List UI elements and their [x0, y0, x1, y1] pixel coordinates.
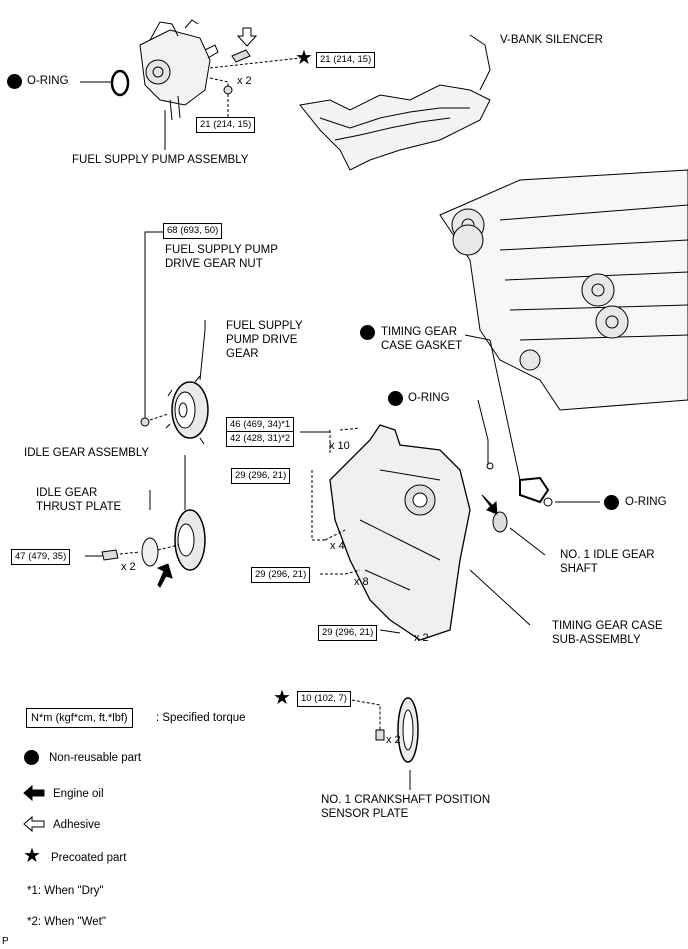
torque-case-bolt-c: 29 (296, 21)	[318, 625, 378, 641]
legend-precoated: Precoated part	[51, 852, 127, 864]
torque-case-bolt-b: 29 (296, 21)	[251, 567, 311, 583]
idle-gear-drawing	[99, 509, 206, 571]
legend-note-dry: *1: When "Dry"	[27, 885, 104, 897]
drive-gear-drawing	[140, 375, 209, 445]
legend-torque-desc: : Specified torque	[156, 712, 246, 724]
legend-non-reusable-icon	[24, 750, 39, 765]
drive-gear-nut-label-1: FUEL SUPPLY PUMP	[165, 244, 278, 256]
non-reusable-dot-icon	[604, 495, 619, 510]
o-ring-right-label: O-RING	[625, 496, 667, 508]
drive-gear-nut-label-2: DRIVE GEAR NUT	[165, 258, 263, 270]
non-reusable-dot-icon	[360, 325, 375, 340]
non-reusable-dot-icon	[7, 74, 22, 89]
legend-non-reusable: Non-reusable part	[49, 752, 142, 764]
engine-block-drawing	[439, 169, 688, 411]
idle-thrust-label-1: IDLE GEAR	[36, 487, 98, 499]
torque-drive-gear-nut: 68 (693, 50)	[163, 223, 223, 239]
timing-gasket-label-2: CASE GASKET	[381, 340, 463, 352]
qty-crank-bolt: x 2	[386, 734, 401, 746]
legend-adhesive: Adhesive	[53, 819, 101, 831]
crank-plate-label-2: SENSOR PLATE	[321, 808, 409, 820]
drive-gear-label-3: GEAR	[226, 348, 259, 360]
o-ring-case-label: O-RING	[408, 392, 450, 404]
crankshaft-plate-drawing	[351, 697, 419, 790]
v-bank-silencer-label: V-BANK SILENCER	[500, 34, 603, 46]
torque-crank-plate-bolt: 10 (102, 7)	[297, 691, 351, 707]
qty-pump-nut: x 2	[237, 75, 252, 87]
corner-mark: P	[2, 936, 9, 947]
timing-case-label-1: TIMING GEAR CASE	[552, 620, 663, 632]
torque-idle-bolt: 47 (479, 35)	[11, 549, 71, 565]
timing-gasket-label-1: TIMING GEAR	[381, 326, 458, 338]
v-bank-silencer-drawing	[299, 34, 491, 171]
timing-gear-case-drawing	[329, 424, 508, 641]
qty-case-bolt-10: x 10	[329, 440, 350, 452]
qty-case-nut-2: x 2	[414, 632, 429, 644]
qty-case-bolt-4: x 4	[330, 540, 345, 552]
legend-precoated-icon: ★	[23, 845, 41, 867]
qty-case-bolt-8: x 8	[354, 576, 369, 588]
idle-shaft-label-1: NO. 1 IDLE GEAR	[560, 549, 655, 561]
torque-case-bolt-a: 29 (296, 21)	[231, 468, 291, 484]
fuel-supply-pump-drawing	[110, 19, 219, 121]
timing-case-label-2: SUB-ASSEMBLY	[552, 634, 641, 646]
o-ring-pump-label: O-RING	[27, 75, 69, 87]
torque-pump-bolt: 21 (214, 15)	[316, 52, 376, 68]
precoated-star-icon: ★	[295, 47, 313, 69]
idle-gear-assembly-label: IDLE GEAR ASSEMBLY	[24, 447, 150, 459]
idle-thrust-label-2: THRUST PLATE	[36, 501, 122, 513]
torque-pump-nut: 21 (214, 15)	[196, 117, 256, 133]
precoated-star-icon: ★	[273, 687, 291, 709]
legend-engine-oil: Engine oil	[53, 788, 104, 800]
crank-plate-label-1: NO. 1 CRANKSHAFT POSITION	[321, 794, 491, 806]
idle-shaft-label-2: SHAFT	[560, 563, 598, 575]
drive-gear-label-2: PUMP DRIVE	[226, 334, 298, 346]
legend-note-wet: *2: When "Wet"	[27, 916, 106, 928]
torque-case-bolt-wet: 42 (428, 31)*2	[226, 431, 295, 447]
non-reusable-dot-icon	[388, 391, 403, 406]
legend-torque-unit: N*m (kgf*cm, ft.*lbf)	[26, 708, 133, 728]
drive-gear-label-1: FUEL SUPPLY	[226, 320, 303, 332]
fuel-supply-pump-label: FUEL SUPPLY PUMP ASSEMBLY	[72, 154, 249, 166]
qty-idle-bolt: x 2	[121, 561, 136, 573]
